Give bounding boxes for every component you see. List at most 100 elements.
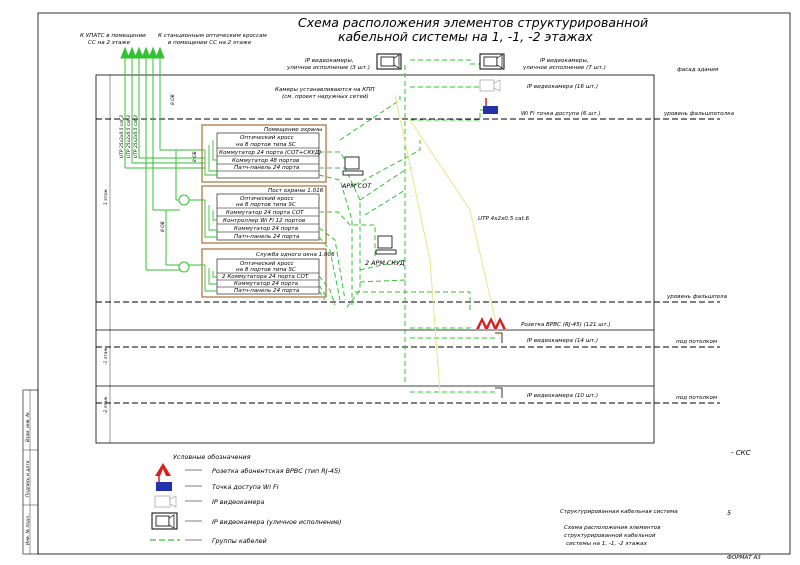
street-camera-right xyxy=(479,53,505,70)
riser-label-5: 8 ОВ xyxy=(192,151,198,162)
room-guard-item-2: на 8 портов типа SC xyxy=(236,202,296,208)
street-camera-left xyxy=(376,53,402,70)
level-facade: фасад здания xyxy=(677,67,719,73)
stamp-name-1: Схема расположения элементов xyxy=(564,525,661,531)
scs-label: - СКС xyxy=(731,449,751,457)
floor-marker-m1: -1 этаж xyxy=(103,348,109,365)
room-window-item-5: Патч-панель 24 порта xyxy=(234,288,300,294)
room-guard-item-5: Коммутатор 24 порта xyxy=(234,226,299,232)
cable-groups xyxy=(318,59,495,393)
level-false-floor-label: уровень фальшпола xyxy=(666,294,728,300)
room-window-title: Служба одного окна 1.006 xyxy=(256,252,335,258)
room-guard-item-6: Патч-панель 24 порта xyxy=(234,234,300,240)
room-security: Помещение охраны Оптический кросс на 8 п… xyxy=(201,124,327,183)
room-window-item-4: Коммутатор 24 порта xyxy=(234,281,299,287)
camera-m2-label: IP видеокамера (10 шт.) xyxy=(527,393,598,399)
room-security-item-4: Коммутатор 48 портов xyxy=(232,158,299,164)
wifi-icon xyxy=(156,482,172,491)
room-security-item-1: Оптический кросс xyxy=(240,135,294,141)
room-jumpers xyxy=(204,140,217,292)
side-stamp-sign: Подпись и дата xyxy=(25,460,31,497)
street-camera-left-label-2: уличное исполнение (3 шт.) xyxy=(286,65,370,71)
uplink-note-2: К станционным оптическим кроссам xyxy=(158,33,268,39)
diagram-title-line1: Схема расположения элементов структуриро… xyxy=(298,15,648,30)
stamp-name-2: структурированной кабельной xyxy=(564,533,656,539)
street-camera-left-label: IP видеокамеры, xyxy=(305,58,354,64)
room-guard-item-4: Контроллер Wi Fi 12 портов xyxy=(223,218,305,224)
splice-1-icon xyxy=(178,194,190,206)
ip-camera-m2-icon xyxy=(495,387,503,398)
workstation-sot-label: АРМ СОТ xyxy=(341,182,372,190)
splice-2-icon xyxy=(178,261,190,273)
sheet-frame xyxy=(37,12,791,555)
stamp-format: ФОРМАТ А3 xyxy=(727,555,761,561)
stamp-doc: Структурированная кабельная система xyxy=(560,509,678,515)
side-stamp-replace: Взам. инв. № xyxy=(25,412,31,442)
stamp-name-3: системы на 1, -1, -2 этажах xyxy=(566,541,648,547)
kpp-camera-label: Камеры устанавливаются на КПП xyxy=(275,87,375,93)
side-stamp: Инв. № подл. Подпись и дата Взам. инв. № xyxy=(22,389,39,555)
room-guard-item-3: Коммутатор 24 порта СОТ xyxy=(226,210,304,216)
room-guard-post: Пост охраны 1.016 Оптический кросс на 8 … xyxy=(201,185,327,244)
stamp-sheet: 5 xyxy=(727,509,731,517)
street-camera-right-label: IP видеокамеры, xyxy=(540,58,589,64)
uplink-note-2b: в помещении СС на 2 этаже xyxy=(168,40,252,46)
utp-cable-2 xyxy=(409,119,501,341)
room-security-item-3: Коммутатор 24 порта (СОТ+СКУД) xyxy=(219,150,321,156)
camera-floor1-label: IP видеокамера (16 шт.) xyxy=(527,84,598,90)
workstation-skud-label: 2 АРМ СКУД xyxy=(365,259,405,267)
room-security-item-5: Патч-панель 24 порта xyxy=(234,165,300,171)
legend-cable-label: Группы кабелей xyxy=(212,537,267,545)
room-security-item-2: на 8 портов типа SC xyxy=(236,142,296,148)
uplink-note-1b: СС на 2 этаже xyxy=(88,40,131,46)
level-false-ceiling-label: уровень фальшпотолка xyxy=(663,111,735,117)
camera-icon xyxy=(154,495,171,508)
legend-cable-group: Группы кабелей xyxy=(150,537,267,545)
riser-label-2: UTP 25х2х0.5 cat.3 xyxy=(126,115,132,158)
legend-camera-label: IP видеокамера xyxy=(212,498,265,506)
keyboard-icon xyxy=(375,249,397,255)
ip-camera-m1-icon xyxy=(495,332,503,343)
camera-m1-label: IP видеокамера (14 шт.) xyxy=(527,338,598,344)
keyboard-icon xyxy=(342,170,364,176)
legend-socket-label: Розетка абонентская ВРВС (тип RJ-45) xyxy=(212,467,341,475)
side-stamp-inv: Инв. № подл. xyxy=(25,515,31,545)
level-ceiling-m2-label: под потолком xyxy=(676,395,718,401)
wifi-label: Wi Fi точка доступа (6 шт.) xyxy=(521,111,601,117)
floor-marker-m2: -2 этаж xyxy=(103,397,109,414)
street-camera-right-label-2: уличное исполнение (7 шт.) xyxy=(522,65,606,71)
ip-camera-floor1-icon xyxy=(479,79,501,92)
room-window-item-3: 2 Коммутатора 24 порта СОТ xyxy=(222,274,309,280)
room-window-item-1: Оптический кросс xyxy=(240,261,294,267)
room-guard-item-1: Оптический кросс xyxy=(240,196,294,202)
legend-title: Условные обозначения xyxy=(173,453,251,461)
socket-label: Розетка ВРВС (RJ-45) (121 шт.) xyxy=(521,322,611,328)
level-ceiling-m1-label: под потолком xyxy=(676,339,718,345)
legend-street-camera: IP видеокамера (уличное исполнение) xyxy=(151,512,342,530)
legend-socket: Розетка абонентская ВРВС (тип RJ-45) xyxy=(155,463,341,476)
legend-ip-camera: IP видеокамера xyxy=(154,495,265,508)
monitor-icon xyxy=(344,156,360,170)
room-guard-title: Пост охраны 1.016 xyxy=(268,188,324,194)
legend-street-camera-label: IP видеокамера (уличное исполнение) xyxy=(212,518,342,526)
workstation-skud: 2 АРМ СКУД xyxy=(365,235,405,267)
riser-label-3: UTP 25х2х0.5 cat.3 xyxy=(133,115,139,158)
room-one-window: Служба одного окна 1.006 Оптический крос… xyxy=(201,248,335,298)
utp-cable-1 xyxy=(394,94,441,393)
diagram-title-line2: кабельной системы на 1, -1, -2 этажах xyxy=(338,29,593,44)
room-window-item-2: на 8 портов типа SC xyxy=(236,267,296,273)
utp-cable-label: UTP 4х2х0.5 cat.6 xyxy=(478,216,530,222)
floor-marker-1: 1 этаж xyxy=(103,189,109,205)
monitor-icon xyxy=(377,235,393,249)
building-outline xyxy=(95,74,655,444)
room-security-title: Помещение охраны xyxy=(264,127,323,133)
legend-wifi: Точка доступа Wi Fi xyxy=(156,474,279,491)
socket-rj45-group-icon xyxy=(476,317,506,329)
riser-label-6: 8 ОВ xyxy=(160,221,166,232)
riser-label-4: 8 ОВ xyxy=(170,94,176,105)
wifi-access-point-icon xyxy=(483,98,498,114)
kpp-camera-label-2: (см. проект наружных сетей) xyxy=(282,94,369,100)
legend-wifi-label: Точка доступа Wi Fi xyxy=(212,483,279,491)
uplink-note-1: К УПАТС в помещении xyxy=(80,33,146,39)
